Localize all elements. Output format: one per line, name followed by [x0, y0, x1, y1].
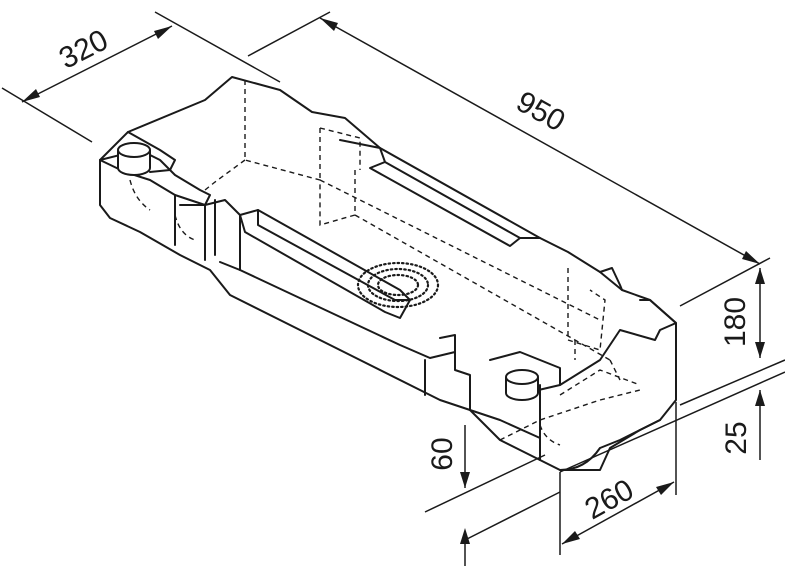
right-end-top: [489, 351, 561, 393]
dim-260-arrow-end: [656, 482, 674, 495]
dim-60-label: 60: [426, 437, 459, 470]
dim-180-extension: [679, 359, 785, 406]
right-corner: [559, 267, 677, 386]
top-left-edge: [127, 131, 176, 173]
dim-950-line: [319, 17, 761, 265]
dim-320-extension: [1, 11, 281, 143]
outlet-fitting: [356, 261, 440, 309]
right-end-face: [469, 384, 541, 461]
dim-260-line: [561, 481, 675, 545]
dim-25-extension: [559, 371, 785, 473]
dimension-lines: [1, 11, 785, 566]
dim-260-extension: [559, 402, 677, 555]
dim-180-arrow-top: [755, 268, 765, 284]
dim-180-label: 180: [719, 297, 752, 347]
dim-320-label: 320: [54, 23, 114, 75]
left-filler-cap: [117, 142, 151, 176]
dim-180-arrow-bottom: [755, 342, 765, 358]
dim-60-arrow-top: [460, 472, 470, 488]
tank-outline: [99, 76, 677, 471]
hidden-lines: [129, 80, 641, 446]
front-notch: [424, 334, 456, 396]
dim-25-label: 25: [720, 421, 753, 454]
dim-60-arrow-bottom: [460, 528, 470, 544]
left-front-top: [99, 159, 206, 206]
tank-body: [99, 76, 677, 471]
dim-320-arrow-start: [22, 89, 40, 102]
dim-950-arrow-start: [320, 18, 338, 31]
dim-950-arrow-end: [742, 251, 760, 264]
dim-25-arrow: [755, 390, 765, 406]
dim-320-line: [21, 25, 173, 103]
dim-950-extension: [247, 11, 771, 307]
right-filler-cap: [505, 369, 539, 401]
front-vertical-left: [174, 194, 216, 261]
dim-260-label: 260: [580, 473, 640, 526]
side-channel: [239, 209, 411, 319]
dim-60-extension: [424, 454, 561, 541]
dim-320-arrow-end: [154, 26, 172, 39]
dim-260-arrow-start: [562, 531, 580, 544]
